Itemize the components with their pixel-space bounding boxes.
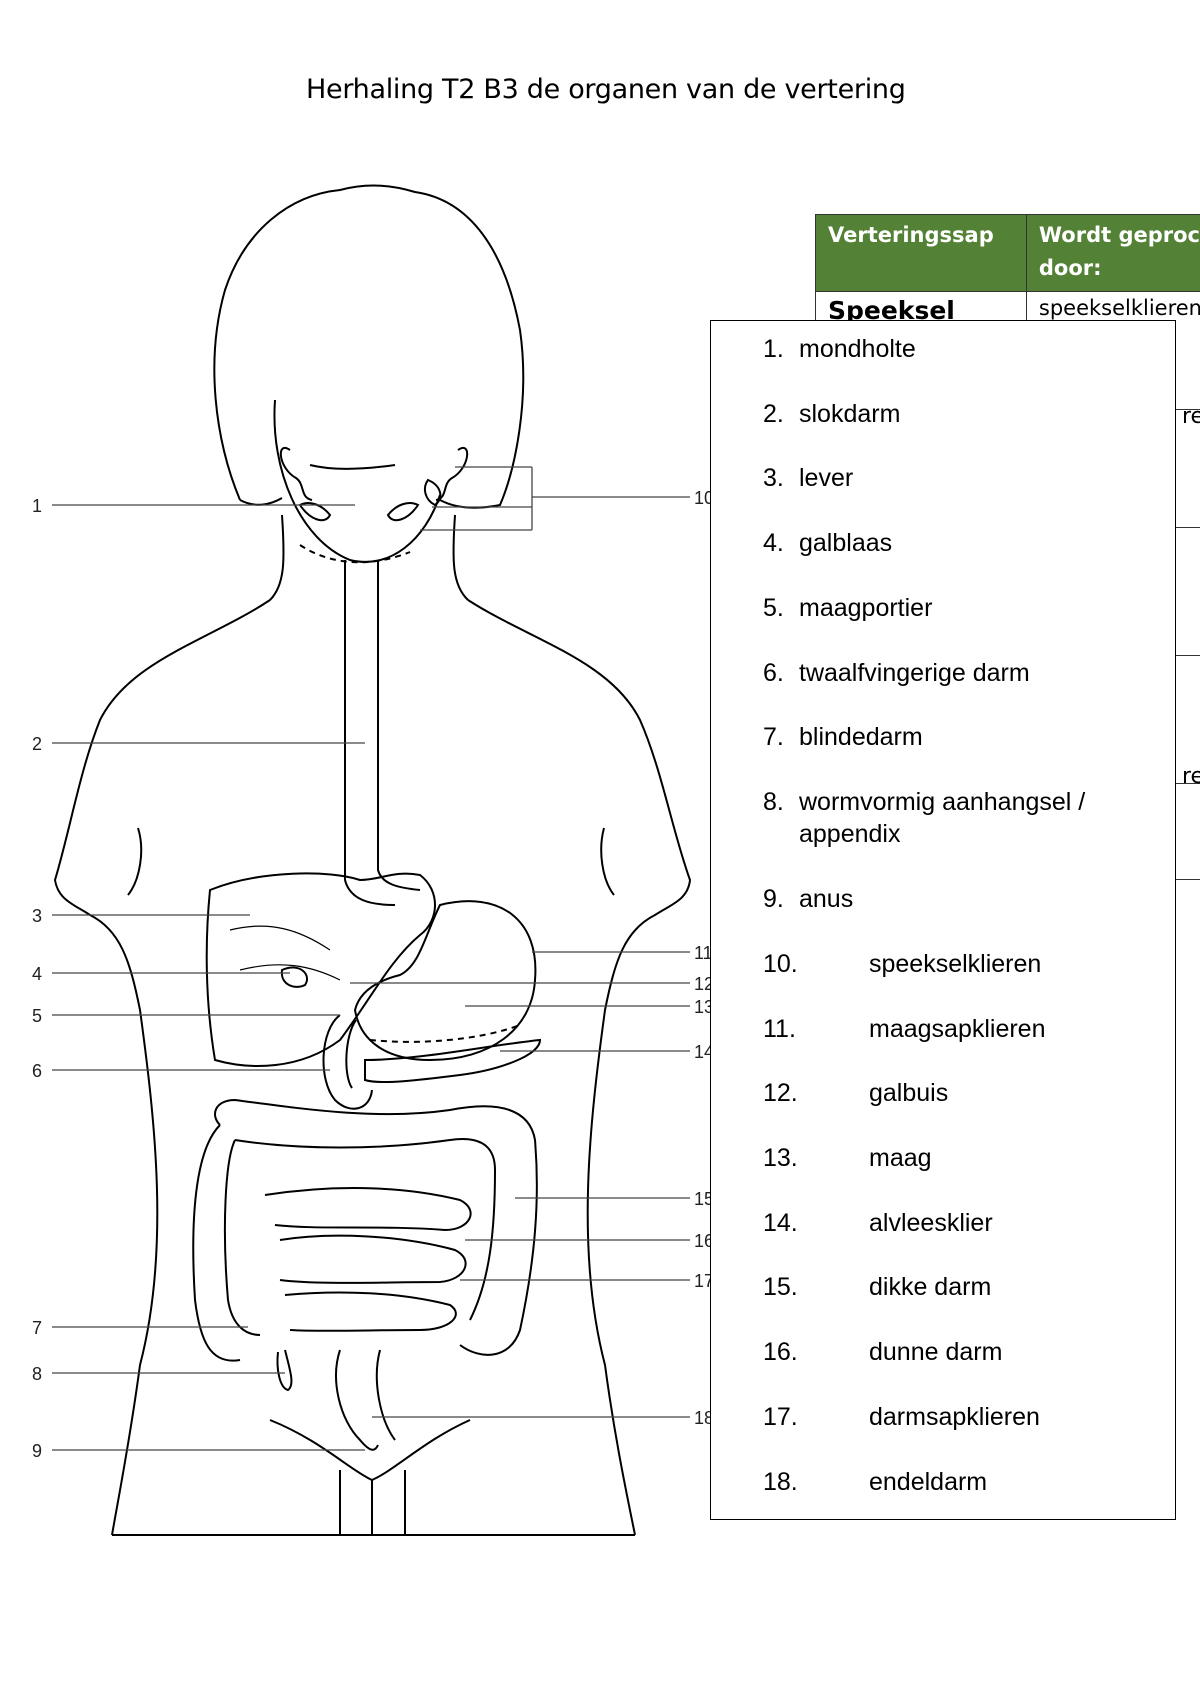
diagram-number: 4 <box>32 964 42 984</box>
diagram-number: 11 <box>694 943 713 963</box>
legend-label: mondholte <box>799 335 916 363</box>
diagram-number: 5 <box>32 1006 42 1026</box>
leader-lines <box>52 466 690 1451</box>
diagram-number: 18 <box>694 1408 714 1428</box>
legend-number: 3. <box>763 464 784 492</box>
legend-label: maagportier <box>799 594 933 622</box>
table-peek-text: re <box>1182 764 1200 789</box>
legend-label: wormvormig aanhangsel / <box>799 788 1086 816</box>
diagram-number: 6 <box>32 1061 42 1081</box>
legend-number: 8. <box>763 788 784 816</box>
page-title: Herhaling T2 B3 de organen van de verter… <box>306 74 906 105</box>
legend-label: dikke darm <box>869 1273 992 1301</box>
legend-number: 17. <box>763 1403 798 1431</box>
diagram-number: 14 <box>694 1042 714 1062</box>
legend-label: darmsapklieren <box>869 1403 1040 1431</box>
diagram-numbers: 1 2 3 4 5 6 7 8 9 10 11 12 13 14 15 16 1… <box>32 488 714 1461</box>
table-header-juice: Verteringssap <box>815 214 1027 292</box>
legend-label: endeldarm <box>869 1468 988 1496</box>
legend-number: 7. <box>763 723 784 751</box>
legend-number: 1. <box>763 335 784 363</box>
diagram-number: 9 <box>32 1441 42 1461</box>
legend-number: 11. <box>763 1015 796 1043</box>
diagram-number: 12 <box>694 974 714 994</box>
legend-label: maag <box>869 1144 932 1172</box>
legend-number: 14. <box>763 1209 798 1237</box>
legend-label: dunne darm <box>869 1338 1003 1366</box>
legend-number: 18. <box>763 1468 798 1496</box>
legend-label: galbuis <box>869 1079 949 1107</box>
diagram-number: 8 <box>32 1364 42 1384</box>
table-header-made-by: Wordt geproc door: <box>1025 214 1200 292</box>
legend-label: anus <box>799 885 854 913</box>
legend-label: speekselklieren <box>869 950 1042 978</box>
legend-label: maagsapklieren <box>869 1015 1046 1043</box>
legend-number: 4. <box>763 529 784 557</box>
legend-number: 12. <box>763 1079 798 1107</box>
legend-label: galblaas <box>799 529 893 557</box>
legend-number: 13. <box>763 1144 798 1172</box>
legend-label: twaalfvingerige darm <box>799 659 1030 687</box>
legend-number: 15. <box>763 1273 798 1301</box>
legend-number: 16. <box>763 1338 798 1366</box>
diagram-number: 10 <box>694 488 714 508</box>
diagram-number: 1 <box>32 496 42 516</box>
legend-label-line2: appendix <box>799 820 901 848</box>
legend-label: slokdarm <box>799 400 901 428</box>
legend-number: 10. <box>763 950 798 978</box>
legend-label: lever <box>799 464 854 492</box>
diagram-number: 2 <box>32 734 42 754</box>
diagram-number: 15 <box>694 1189 714 1209</box>
diagram-number: 16 <box>694 1231 714 1251</box>
legend-number: 9. <box>763 885 784 913</box>
legend-label: blindedarm <box>799 723 923 751</box>
legend-label: alvleesklier <box>869 1209 993 1237</box>
body-outline <box>53 184 692 1536</box>
table-header-row: Verteringssap Wordt geproc door: <box>815 214 1200 292</box>
diagram-number: 13 <box>694 997 714 1017</box>
diagram-number: 7 <box>32 1318 42 1338</box>
organs <box>192 464 542 1451</box>
legend-number: 6. <box>763 659 784 687</box>
legend-box: 1. mondholte 2. slokdarm 3. lever 4. gal… <box>710 320 1176 1520</box>
legend-number: 2. <box>763 400 784 428</box>
legend-number: 5. <box>763 594 784 622</box>
diagram-number: 3 <box>32 906 42 926</box>
diagram-number: 17 <box>694 1271 714 1291</box>
table-peek-text: re <box>1182 404 1200 429</box>
